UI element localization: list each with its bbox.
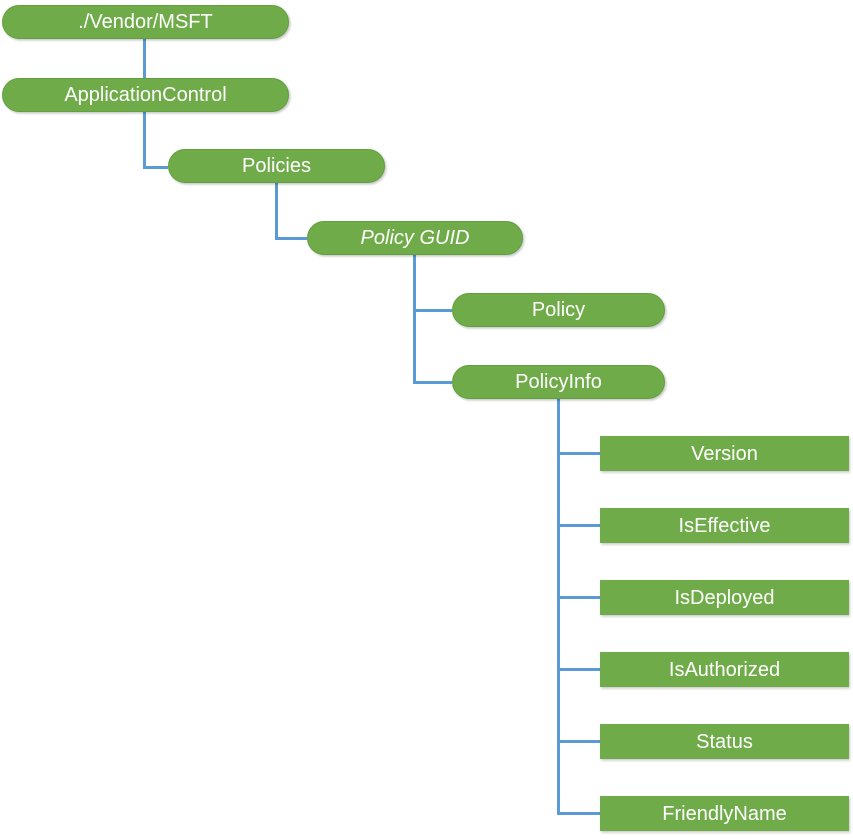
node-label: PolicyInfo [515,371,602,393]
connector-segment-4 [275,237,307,240]
node-label: Policies [242,155,311,177]
node-label: FriendlyName [662,802,787,825]
connector-segment-3 [275,183,278,240]
node-policy-guid: Policy GUID [307,221,523,255]
connector-segment-11 [557,596,600,599]
connector-segment-13 [557,740,600,743]
node-label: ApplicationControl [64,84,227,106]
connector-segment-8 [557,398,560,815]
node-label: Policy [531,299,586,321]
node-label: IsDeployed [674,586,775,609]
connector-segment-12 [557,668,600,671]
node-isdeployed: IsDeployed [600,580,849,615]
connector-segment-1 [143,112,146,169]
connector-segment-5 [413,255,416,384]
node-status: Status [600,724,849,759]
node-isauthorized: IsAuthorized [600,652,849,687]
connector-segment-2 [143,166,168,169]
node-iseffective: IsEffective [600,508,849,543]
connector-segment-9 [557,452,600,455]
connector-segment-6 [413,309,452,312]
node-label: ./Vendor/MSFT [78,11,213,33]
node-policyinfo: PolicyInfo [452,365,665,399]
node-policies: Policies [168,149,385,183]
connector-segment-10 [557,524,600,527]
node-friendlyname: FriendlyName [600,796,849,831]
node-applicationcontrol: ApplicationControl [2,78,289,112]
node-label: Status [696,730,753,753]
node-version: Version [600,436,849,471]
node-label: Version [691,442,758,465]
connector-segment-14 [557,812,600,815]
connector-segment-0 [143,39,146,80]
node-label: IsAuthorized [668,658,781,681]
node-label: Policy GUID [360,227,470,249]
node-policy: Policy [452,293,665,327]
node-label: IsEffective [678,514,771,537]
connector-segment-7 [413,381,452,384]
node-vendor-msft: ./Vendor/MSFT [2,5,289,39]
